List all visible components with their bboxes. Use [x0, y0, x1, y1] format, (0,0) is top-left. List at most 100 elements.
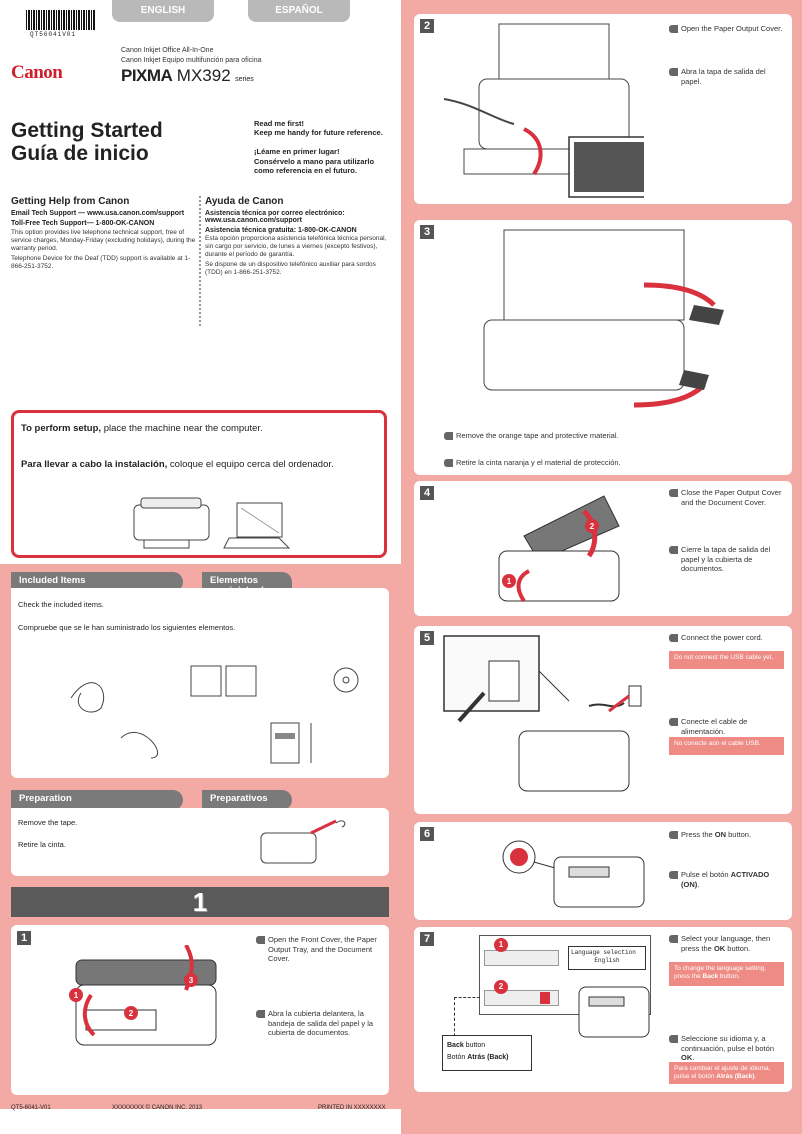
preparation-box: Remove the tape. Retire la cinta. — [11, 808, 389, 876]
help-es-tollfree: Asistencia técnica gratuita: 1-800-OK-CA… — [205, 227, 357, 234]
step6-illustration — [502, 840, 645, 908]
setup-en: To perform setup, place the machine near… — [21, 423, 263, 434]
model-pixma: PIXMA — [121, 66, 173, 85]
step6-text-es: Pulse el botón ACTIVADO (ON). — [669, 870, 787, 889]
step5-note-en: Do not connect the USB cable yet. — [669, 651, 784, 669]
step5-illustration — [443, 635, 642, 792]
step1-text-en: Open the Front Cover, the Paper Output T… — [256, 935, 381, 964]
lcd-display: Language selection English — [568, 946, 646, 970]
back-label-en: Back button — [447, 1040, 527, 1052]
read-me-es-1: ¡Léame en primer lugar! — [254, 147, 340, 156]
help-en-email: Email Tech Support — www.usa.canon.com/s… — [11, 210, 185, 217]
step7-es-pre: Seleccione su idioma y, a continuación, … — [681, 1034, 774, 1053]
lcd-value: English — [594, 957, 620, 964]
included-box: Check the included items. Compruebe que … — [11, 588, 389, 778]
step7-note-es-post: . — [754, 1073, 757, 1080]
title-es: Guía de inicio — [11, 142, 149, 165]
step2-box: 2 Open the Paper Output Cover. Abra la t… — [414, 14, 792, 204]
step6-text-en: Press the ON button. — [669, 830, 787, 840]
step7-en-pre: Select your language, then press the — [681, 934, 771, 953]
read-me-en-2: Keep me handy for future reference. — [254, 128, 383, 137]
setup-en-rest: place the machine near the computer. — [101, 423, 263, 434]
remove-tape-illustration — [260, 819, 346, 864]
step7-es-post: . — [692, 1053, 695, 1062]
step6-en-post: button. — [726, 830, 752, 839]
step6-es-pre: Pulse el botón — [681, 870, 731, 879]
callout-2: 2 — [494, 980, 508, 994]
step7-es-bold: OK — [681, 1053, 693, 1062]
step4-callout-2: 2 — [590, 522, 595, 531]
step7-text-en: Select your language, then press the OK … — [669, 934, 787, 953]
step7-printer-illustration — [578, 986, 650, 1038]
included-head-es-1: Elementos — [210, 575, 259, 586]
setup-es-bold: Para llevar a cabo la instalación, — [21, 459, 168, 470]
step6-en-bold: ON — [714, 830, 727, 839]
step4-callout-1: 1 — [507, 577, 512, 586]
step3-illustration — [483, 229, 724, 408]
step6-box: 6 Press the ON button. Pulse el botón AC… — [414, 822, 792, 920]
back-button-leader — [454, 997, 480, 1047]
step7-note-en-pre: To change the language setting, press th… — [674, 965, 767, 980]
preparation-text-en: Remove the tape. — [18, 818, 78, 827]
right-column: 2 Open the Paper Output Cover. Abra la t… — [401, 0, 802, 1134]
model-series: series — [235, 76, 254, 83]
printer-and-laptop-illustration — [133, 497, 291, 549]
step6-en-pre: Press the — [681, 830, 715, 839]
help-es-body1: Esta opción proporciona asistencia telef… — [205, 235, 387, 258]
help-en-heading: Getting Help from Canon — [11, 196, 130, 207]
step1-callout-1: 1 — [74, 991, 79, 1000]
step1-number: 1 — [17, 931, 31, 945]
read-me-es-2: Consérvelo a mano para utilizarlo — [254, 156, 375, 166]
step6-es-post: . — [697, 879, 700, 889]
footer-printed: PRINTED IN XXXXXXXX — [318, 1105, 386, 1111]
step5-box: 5 Connect the power cord. Do not connect… — [414, 626, 792, 814]
help-es-email-2: www.usa.canon.com/support — [205, 217, 302, 224]
step1-text-es: Abra la cubierta delantera, la bandeja d… — [256, 1009, 381, 1038]
back-es-bold: Atrás (Back) — [467, 1054, 509, 1061]
step3-box: 3 Remove the orange tape and protective … — [414, 220, 792, 475]
back-en-bold: Back — [447, 1042, 464, 1049]
footer-copyright: XXXXXXXX © CANON INC. 2013 — [112, 1105, 203, 1111]
step7-note-en: To change the language setting, press th… — [669, 962, 784, 986]
step1-callout-3: 3 — [189, 976, 194, 985]
product-line-es: Canon Inkjet Equipo multifunción para of… — [121, 57, 262, 64]
model-number: MX392 — [176, 66, 231, 85]
left-column: QT56041V01 ENGLISH ESPAÑOL Canon Canon I… — [0, 0, 401, 1111]
help-es: Ayuda de Canon Asistencia técnica por co… — [205, 196, 393, 277]
ok-button-highlight[interactable] — [540, 992, 550, 1004]
step6-es-bold: ACTIVADO (ON) — [681, 870, 770, 889]
step5-text-en: Connect the power cord. — [669, 633, 787, 643]
tab-espanol[interactable]: ESPAÑOL — [248, 0, 350, 22]
step7-en-bold: OK — [713, 943, 726, 953]
included-text-en: Check the included items. — [18, 600, 104, 609]
read-me-en: Read me first! Keep me handy for future … — [254, 119, 383, 137]
back-en-rest: button — [463, 1042, 486, 1049]
step1-illustration: 1 2 3 — [69, 945, 217, 1046]
step2-text-es: Abra la tapa de salida del papel. — [669, 67, 787, 86]
tab-english[interactable]: ENGLISH — [112, 0, 214, 22]
back-es-pre: Botón — [447, 1054, 468, 1061]
help-es-email-1: Asistencia técnica por correo electrónic… — [205, 210, 345, 217]
step4-text-es: Cierre la tapa de salida del papel y la … — [669, 545, 787, 574]
title-en: Getting Started — [11, 119, 163, 142]
help-es-heading: Ayuda de Canon — [205, 196, 284, 207]
help-en: Getting Help from Canon Email Tech Suppo… — [11, 196, 196, 271]
callout-1: 1 — [494, 938, 508, 952]
canon-logo: Canon — [11, 62, 63, 83]
setup-en-bold: To perform setup, — [21, 423, 102, 434]
footer-code: QT5-6041-V01 — [11, 1105, 51, 1111]
included-head-en: Included Items — [11, 572, 183, 592]
lcd-title: Language selection — [571, 949, 636, 956]
included-items-illustration — [70, 665, 359, 764]
step7-note-es: Para cambiar el ajuste de idioma, pulse … — [669, 1062, 784, 1084]
step4-number: 4 — [420, 486, 434, 500]
step7-note-en-bold: Back — [702, 973, 719, 980]
step7-en-post: button. — [725, 943, 751, 953]
panel-buttons-top — [484, 950, 559, 966]
help-en-tollfree: Toll-Free Tech Support— 1-800-OK-CANON — [11, 220, 155, 227]
step7-text-es: Seleccione su idioma y, a continuación, … — [669, 1034, 787, 1063]
step2-number: 2 — [420, 19, 434, 33]
preparation-head-es: Preparativos — [202, 790, 292, 810]
step7-note-en-post: button. — [718, 973, 740, 980]
step4-box: 4 2 1 Close the Paper Output Cover and t… — [414, 481, 792, 616]
